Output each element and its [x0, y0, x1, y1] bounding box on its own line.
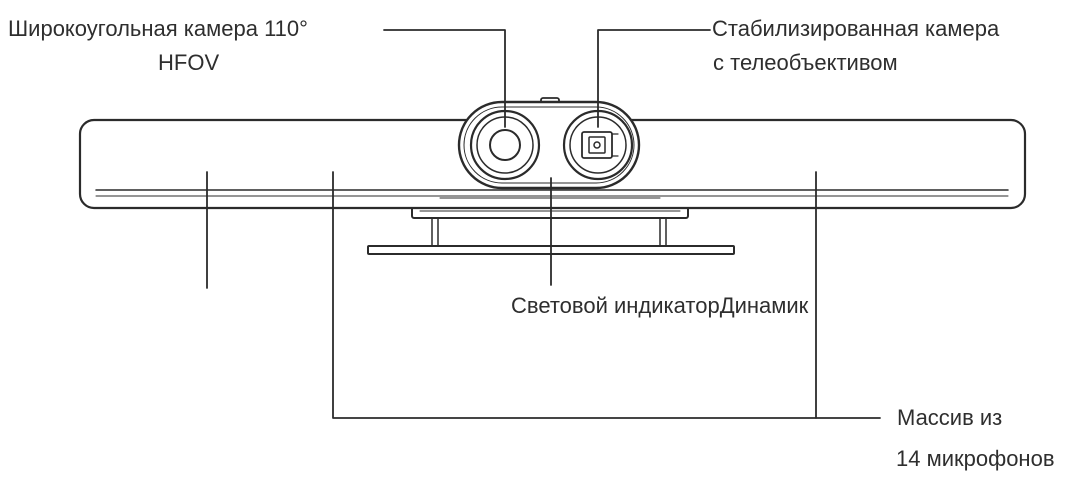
- label-mic-array-line2: 14 микрофонов: [896, 446, 1055, 471]
- wide-angle-lens: [469, 109, 541, 181]
- label-tele-camera-line1: Стабилизированная камера: [712, 16, 1000, 41]
- label-wide-camera-line2: HFOV: [158, 50, 220, 75]
- leader-tele-camera: [597, 29, 711, 128]
- telephoto-lens: [562, 109, 634, 181]
- label-wide-camera-line1: Широкоугольная камера 110°: [8, 16, 308, 41]
- leader-mic-array: [332, 171, 817, 419]
- leader-lines: [206, 29, 881, 419]
- label-tele-camera-line2: с телеобъективом: [713, 50, 898, 75]
- leader-wide-camera: [383, 29, 506, 128]
- label-mic-array-line1: Массив из: [897, 405, 1003, 430]
- label-indicator-speaker: Световой индикаторДинамик: [511, 293, 809, 318]
